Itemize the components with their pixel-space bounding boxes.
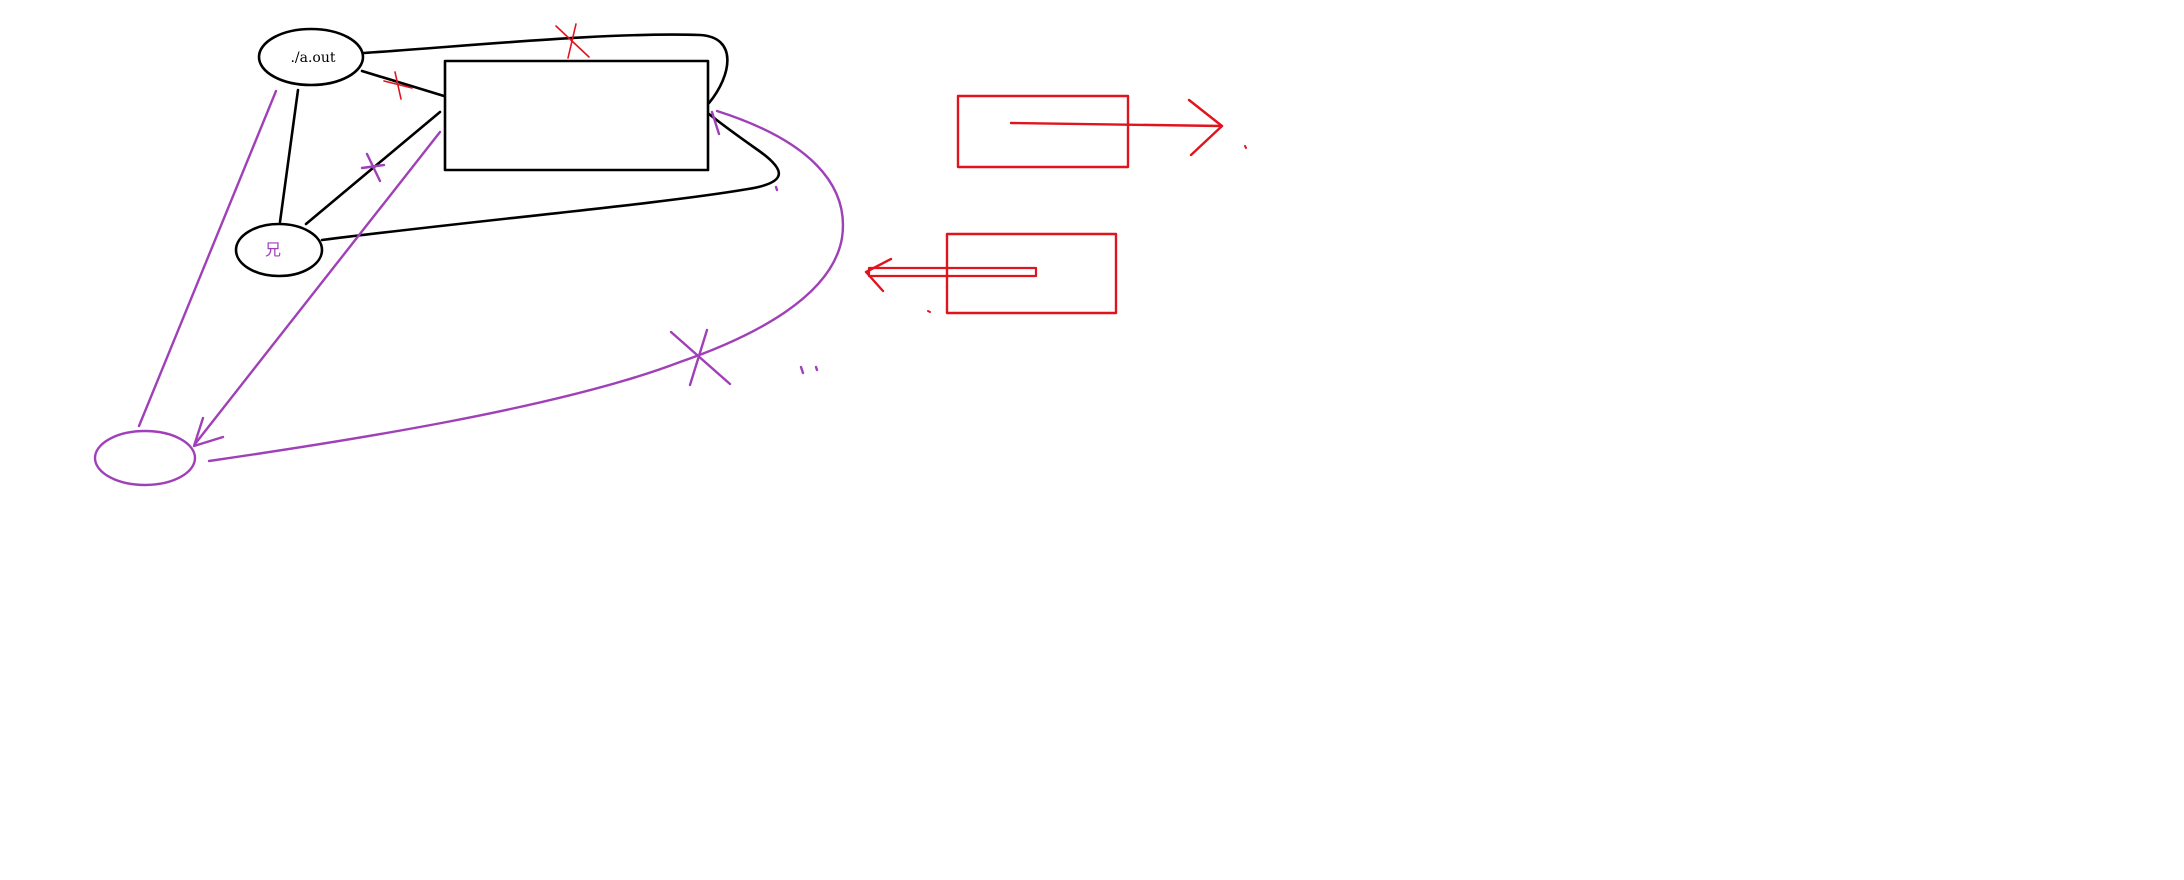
process-to-box-edge — [360, 69, 446, 98]
input-dot — [927, 310, 931, 313]
process-box-cross-mark — [383, 71, 413, 100]
sibling-box-cross-mark — [360, 152, 386, 183]
central-box — [443, 59, 710, 172]
process-to-box-loop-edge — [362, 33, 729, 105]
output-arrowhead — [1187, 98, 1224, 157]
output-arrow-shaft — [1009, 121, 1224, 128]
box-to-target-edge — [193, 130, 442, 446]
black-structure — [234, 27, 781, 278]
process-node-label: ./a.out — [290, 50, 335, 66]
output-box — [956, 94, 1130, 169]
input-arrowhead — [864, 257, 893, 293]
red-structure — [383, 23, 1247, 315]
box-to-target-curve — [207, 109, 845, 463]
sibling-node-label: 兄 — [265, 240, 281, 259]
sibling-node — [234, 222, 324, 278]
input-arrow-outline — [867, 266, 1038, 278]
process-node — [257, 27, 365, 87]
purple-structure — [93, 89, 845, 487]
curve-arrowhead — [710, 110, 721, 136]
top-loop-cross-mark — [555, 23, 590, 59]
box-to-target-arrowhead — [192, 416, 225, 448]
stray-marks — [774, 185, 819, 375]
curve-cross-mark — [669, 328, 732, 387]
input-box — [945, 232, 1118, 315]
output-dot — [1244, 145, 1247, 149]
process-to-target-edge — [137, 89, 278, 428]
target-node — [93, 429, 197, 487]
process-to-sibling-edge — [278, 88, 300, 224]
sibling-to-box-loop-edge — [320, 112, 781, 242]
